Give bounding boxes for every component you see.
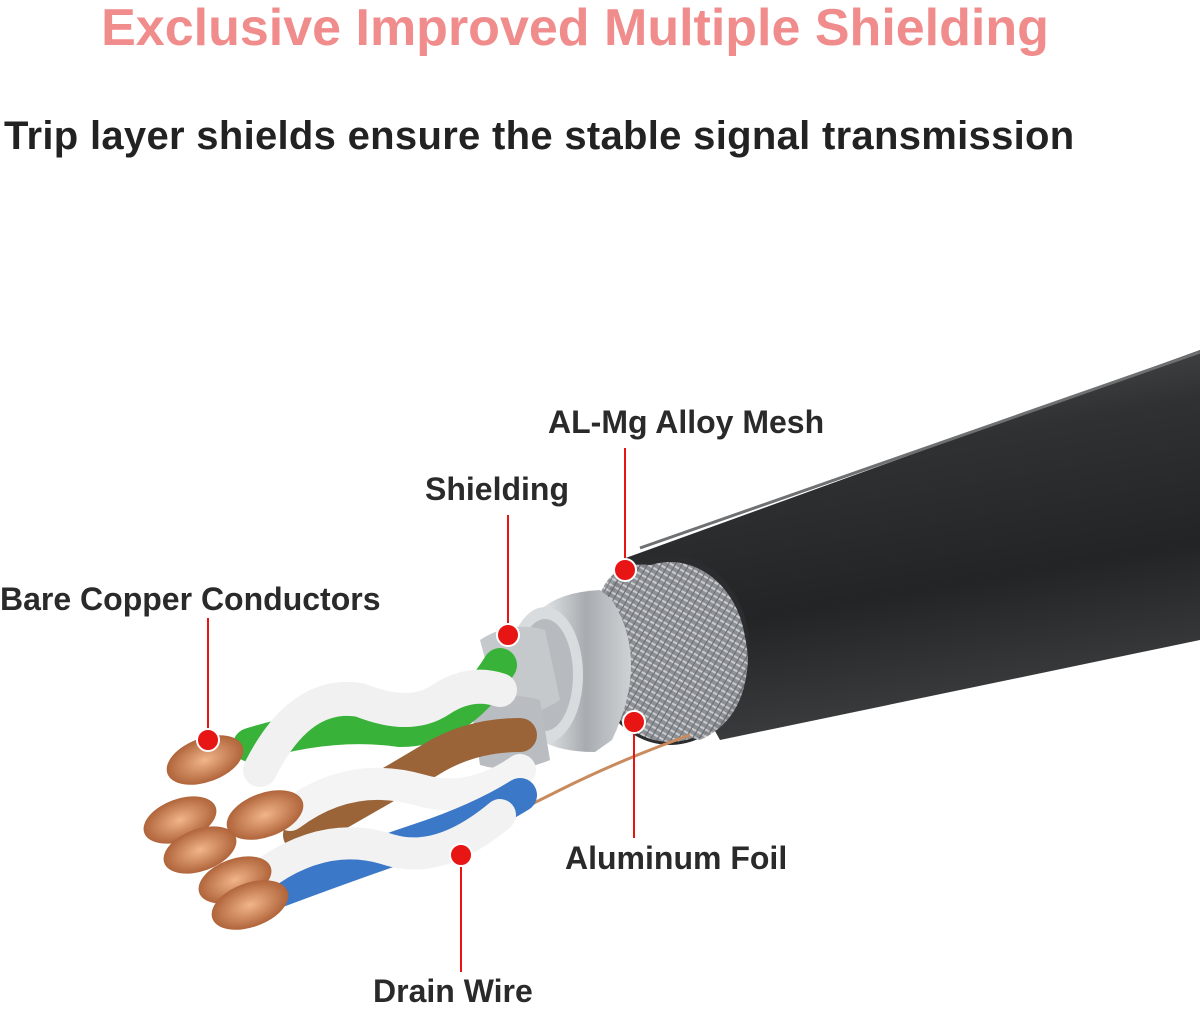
- white-green-wire: [243, 669, 517, 787]
- copper-conductors: [143, 735, 304, 930]
- white-blue-wire: [254, 799, 516, 886]
- foil-label: Aluminum Foil: [565, 840, 788, 876]
- page-subtitle: Trip layer shields ensure the stable sig…: [4, 114, 1075, 158]
- callout-markers: [196, 558, 646, 867]
- white-brown-wire: [274, 754, 536, 831]
- twisted-pairs: [233, 648, 537, 907]
- mesh-marker: [613, 558, 637, 582]
- brown-wire: [283, 718, 537, 852]
- shielding-label: Shielding: [425, 471, 569, 507]
- alloy-mesh: [594, 562, 748, 742]
- copper-marker: [196, 728, 220, 752]
- drain-marker: [449, 843, 473, 867]
- page-title: Exclusive Improved Multiple Shielding: [101, 0, 1049, 57]
- copper-label: Bare Copper Conductors: [0, 581, 381, 617]
- mesh-label: AL-Mg Alloy Mesh: [548, 404, 825, 440]
- callout-lines: [207, 448, 635, 972]
- drain-label: Drain Wire: [373, 973, 533, 1009]
- foil-marker: [622, 710, 646, 734]
- shielding-marker: [496, 623, 520, 647]
